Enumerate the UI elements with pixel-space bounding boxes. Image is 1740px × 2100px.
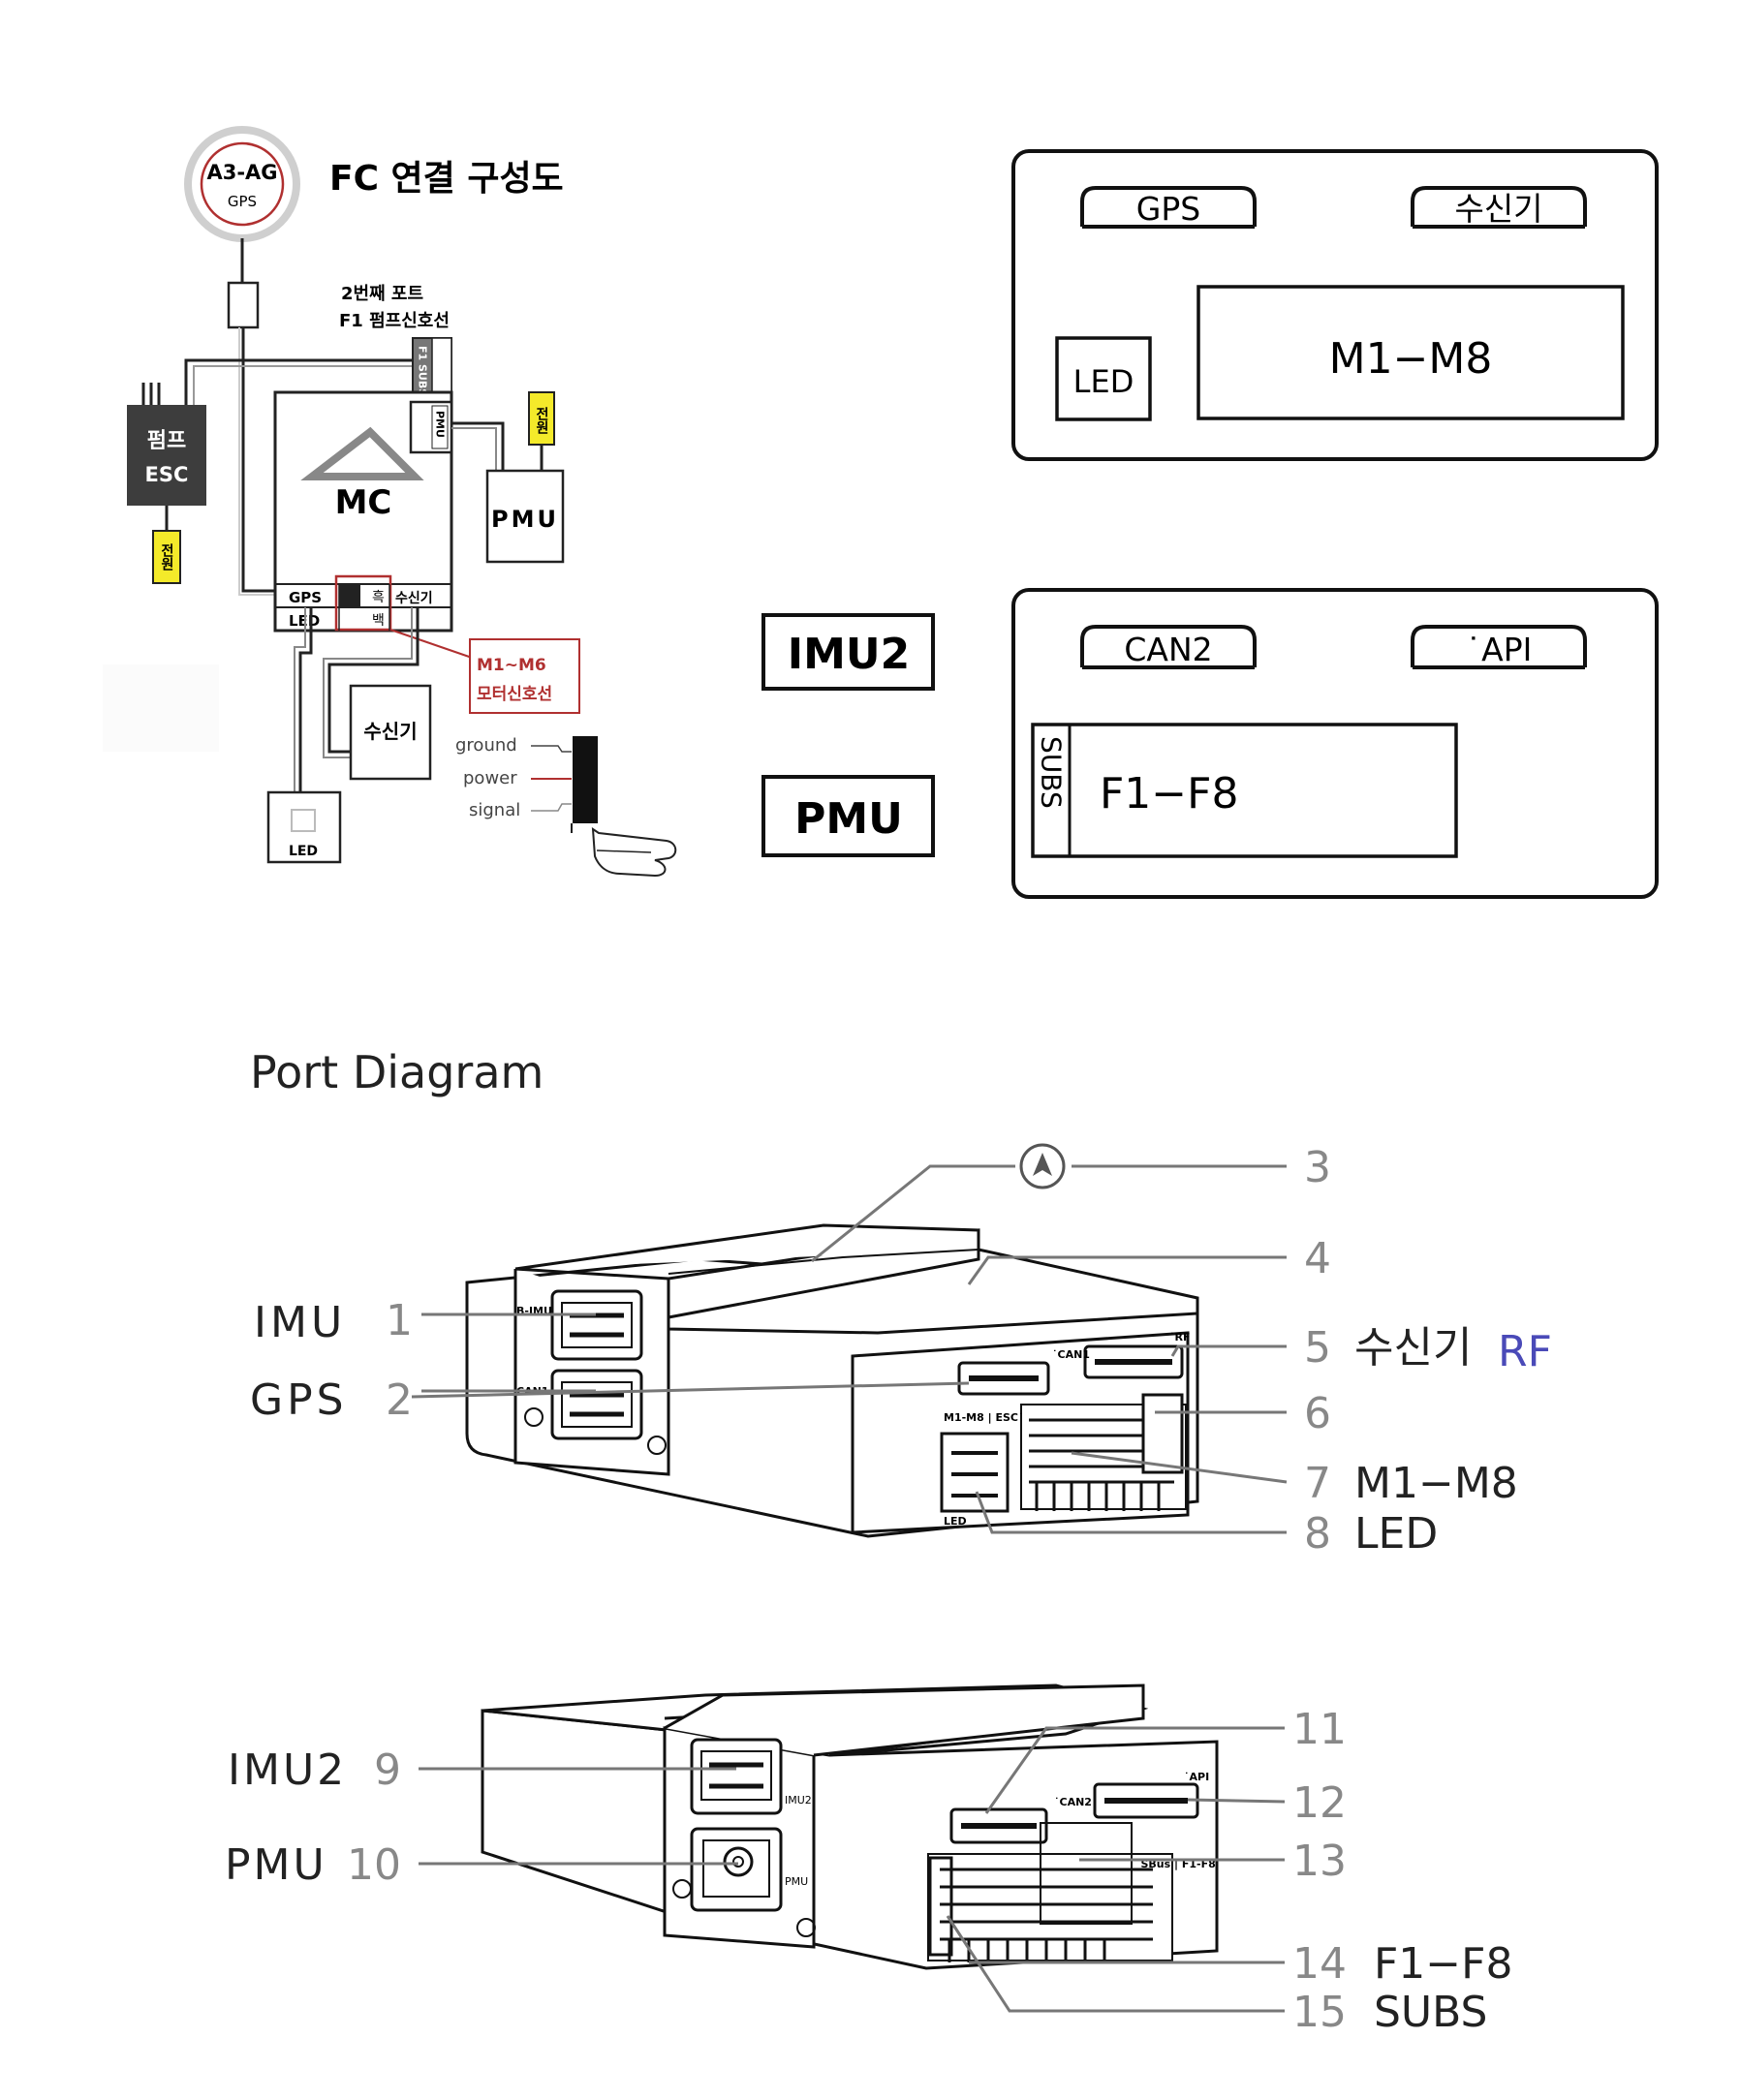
mc-gps-port: GPS xyxy=(289,589,322,606)
motor-callout-line2: 모터신호선 xyxy=(477,685,552,704)
top-device-led: LED xyxy=(944,1515,967,1528)
top-view-callouts xyxy=(411,1164,1288,1534)
bottom-view-callouts xyxy=(419,1726,1286,2013)
top-device-m-esc: M1-M8 | ESC˙ xyxy=(944,1411,1023,1424)
callout-num-12: 12 xyxy=(1292,1778,1347,1828)
callout-num-3: 3 xyxy=(1304,1143,1331,1192)
top-device-rf: ˙RF xyxy=(1169,1331,1190,1343)
servo-connector xyxy=(573,736,598,823)
imu-num: 1 xyxy=(386,1296,413,1345)
bottom-panel-can2: CAN2 xyxy=(1124,631,1212,668)
port-panels: GPS 수신기 LED M1−M8 IMU2 PMU CAN2 ˙API SUB… xyxy=(761,149,1659,899)
top-panel-led-box xyxy=(1055,336,1152,421)
top-panel-receiver: 수신기 xyxy=(1454,190,1542,228)
callout-num-6: 6 xyxy=(1304,1389,1331,1438)
pmu-box xyxy=(485,469,565,564)
callout-label-15: SUBS xyxy=(1374,1988,1487,2037)
gps-num: 2 xyxy=(386,1375,413,1425)
esc-power-tag-text: 전원 xyxy=(159,542,174,571)
white-tag: 백 xyxy=(372,613,385,629)
port-diagram-title: Port Diagram xyxy=(250,1046,544,1098)
top-device-can1-top: ˙CAN1 xyxy=(1052,1348,1090,1361)
gps-badge-top: A3-AG xyxy=(206,161,277,184)
side-imu2: IMU2 xyxy=(788,630,911,679)
side-pmu-box xyxy=(761,775,935,857)
subs-port-text: F1 SUBS xyxy=(417,346,429,396)
led-box-label: LED xyxy=(289,844,318,859)
top-panel-motor-box xyxy=(1196,285,1625,420)
callout-num-11: 11 xyxy=(1292,1705,1347,1754)
motor-callout xyxy=(469,638,580,714)
motor-callout-line1: M1~M6 xyxy=(477,656,546,675)
pump-esc-box xyxy=(127,405,206,506)
mc-pmu-port-text: PMU xyxy=(434,411,447,438)
callout-label-5-rf: RF xyxy=(1498,1327,1552,1376)
pmu-box-label: PMU xyxy=(491,506,559,533)
black-tag: 흑 xyxy=(372,589,385,605)
callout-num-13: 13 xyxy=(1292,1837,1347,1886)
bottom-device-can2: ˙CAN2 xyxy=(1054,1796,1092,1808)
device-bottom-view xyxy=(481,1683,1219,1970)
wire-ground-label: ground xyxy=(455,735,517,756)
receiver-box xyxy=(349,684,432,781)
imu2-label: IMU2 xyxy=(228,1745,347,1795)
side-imu2-box xyxy=(761,613,935,691)
bottom-panel-f-ports: F1−F8 xyxy=(1100,769,1238,818)
port-note-line2: F1 펌프신호선 xyxy=(339,311,450,331)
callout-num-8: 8 xyxy=(1304,1509,1331,1559)
wire-signal-label: signal xyxy=(469,800,520,820)
bottom-device-pmu: PMU xyxy=(785,1875,808,1888)
mc-label: MC xyxy=(335,483,392,522)
callout-label-5: 수신기 xyxy=(1354,1323,1472,1373)
callout-num-7: 7 xyxy=(1304,1459,1331,1508)
wire-power-label: power xyxy=(463,768,517,788)
blank-mark xyxy=(103,664,219,752)
callout-num-5: 5 xyxy=(1304,1323,1331,1373)
top-panel-gps: GPS xyxy=(1136,190,1200,228)
callout-num-4: 4 xyxy=(1304,1234,1331,1283)
imu-label: IMU xyxy=(254,1298,346,1347)
bottom-panel-api: ˙API xyxy=(1466,631,1533,668)
mc-receiver-port: 수신기 xyxy=(395,591,433,606)
fc-schematic: A3-AG GPS FC 연결 구성도 2번째 포트 F1 펌프신호선 펌프 E… xyxy=(127,126,677,878)
callout-label-7: M1−M8 xyxy=(1354,1459,1518,1508)
imu2-num: 9 xyxy=(374,1745,401,1795)
bottom-device-imu2: IMU2 xyxy=(785,1794,812,1807)
callout-label-8: LED xyxy=(1354,1509,1438,1559)
mc-triangle xyxy=(300,426,424,480)
callout-num-15: 15 xyxy=(1292,1988,1347,2037)
pmu-num: 10 xyxy=(347,1840,401,1890)
receiver-box-label: 수신기 xyxy=(363,720,417,743)
motor-port-highlight xyxy=(334,574,392,632)
callout-label-14: F1−F8 xyxy=(1374,1939,1512,1989)
gps-cable-module xyxy=(227,281,260,329)
pmu-power-tag-text: 전원 xyxy=(534,406,549,435)
device-top-view xyxy=(465,1223,1199,1538)
top-panel-led: LED xyxy=(1073,363,1134,400)
top-panel-motors: M1−M8 xyxy=(1329,334,1493,384)
callout-num-14: 14 xyxy=(1292,1939,1347,1989)
fc-title: FC 연결 구성도 xyxy=(329,159,564,199)
pmu-label: PMU xyxy=(225,1840,327,1890)
gps-badge-bottom: GPS xyxy=(228,193,257,210)
pump-esc-label1: 펌프 xyxy=(147,429,186,453)
port-note-line1: 2번째 포트 xyxy=(341,284,423,304)
esc-power-tag xyxy=(152,530,181,584)
side-pmu: PMU xyxy=(794,794,903,844)
bottom-device-api: ˙API xyxy=(1184,1771,1209,1783)
gps-label: GPS xyxy=(250,1375,348,1425)
pump-esc-label2: ESC xyxy=(145,463,189,486)
bottom-panel-subs: SUBS xyxy=(1036,736,1068,809)
bottom-panel-f-box xyxy=(1031,723,1458,858)
